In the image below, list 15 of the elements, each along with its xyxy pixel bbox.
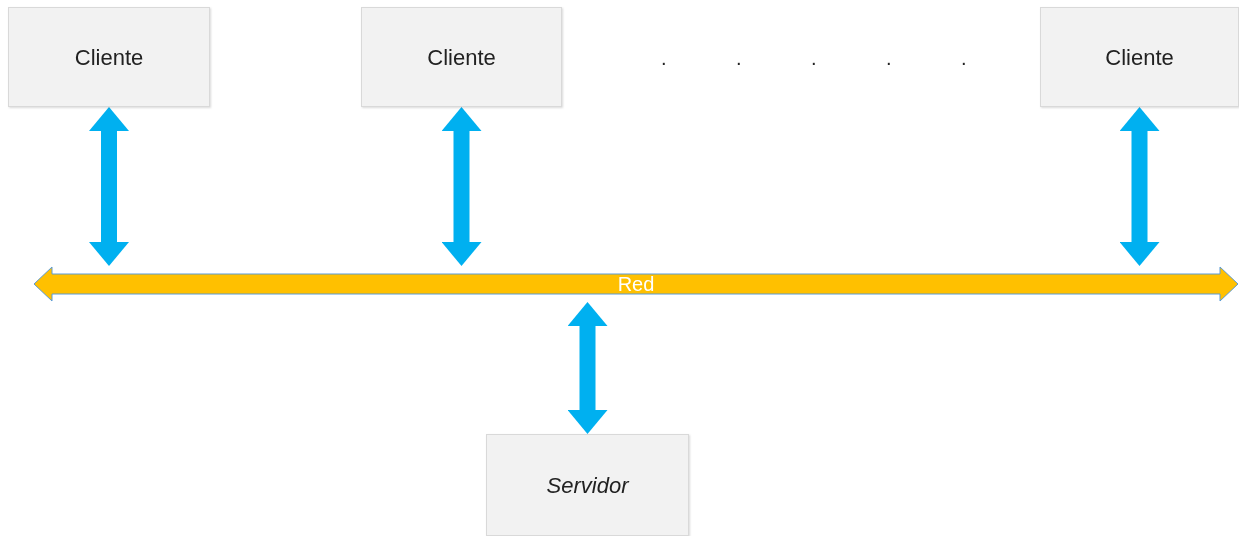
ellipsis-dot: . xyxy=(736,48,742,68)
double-arrow xyxy=(441,107,482,266)
client-box: Cliente xyxy=(361,7,562,107)
double-arrow xyxy=(89,107,129,266)
network-arrow-band xyxy=(33,266,1239,302)
double-arrow xyxy=(1119,107,1160,266)
client-box: Cliente xyxy=(8,7,210,107)
network-label: Red xyxy=(617,274,655,294)
client-box: Cliente xyxy=(1040,7,1239,107)
ellipsis-dot: . xyxy=(661,48,667,68)
ellipsis-dot: . xyxy=(886,48,892,68)
server-box: Servidor xyxy=(486,434,689,536)
ellipsis-dot: . xyxy=(961,48,967,68)
double-arrow xyxy=(567,302,608,434)
ellipsis-dot: . xyxy=(811,48,817,68)
